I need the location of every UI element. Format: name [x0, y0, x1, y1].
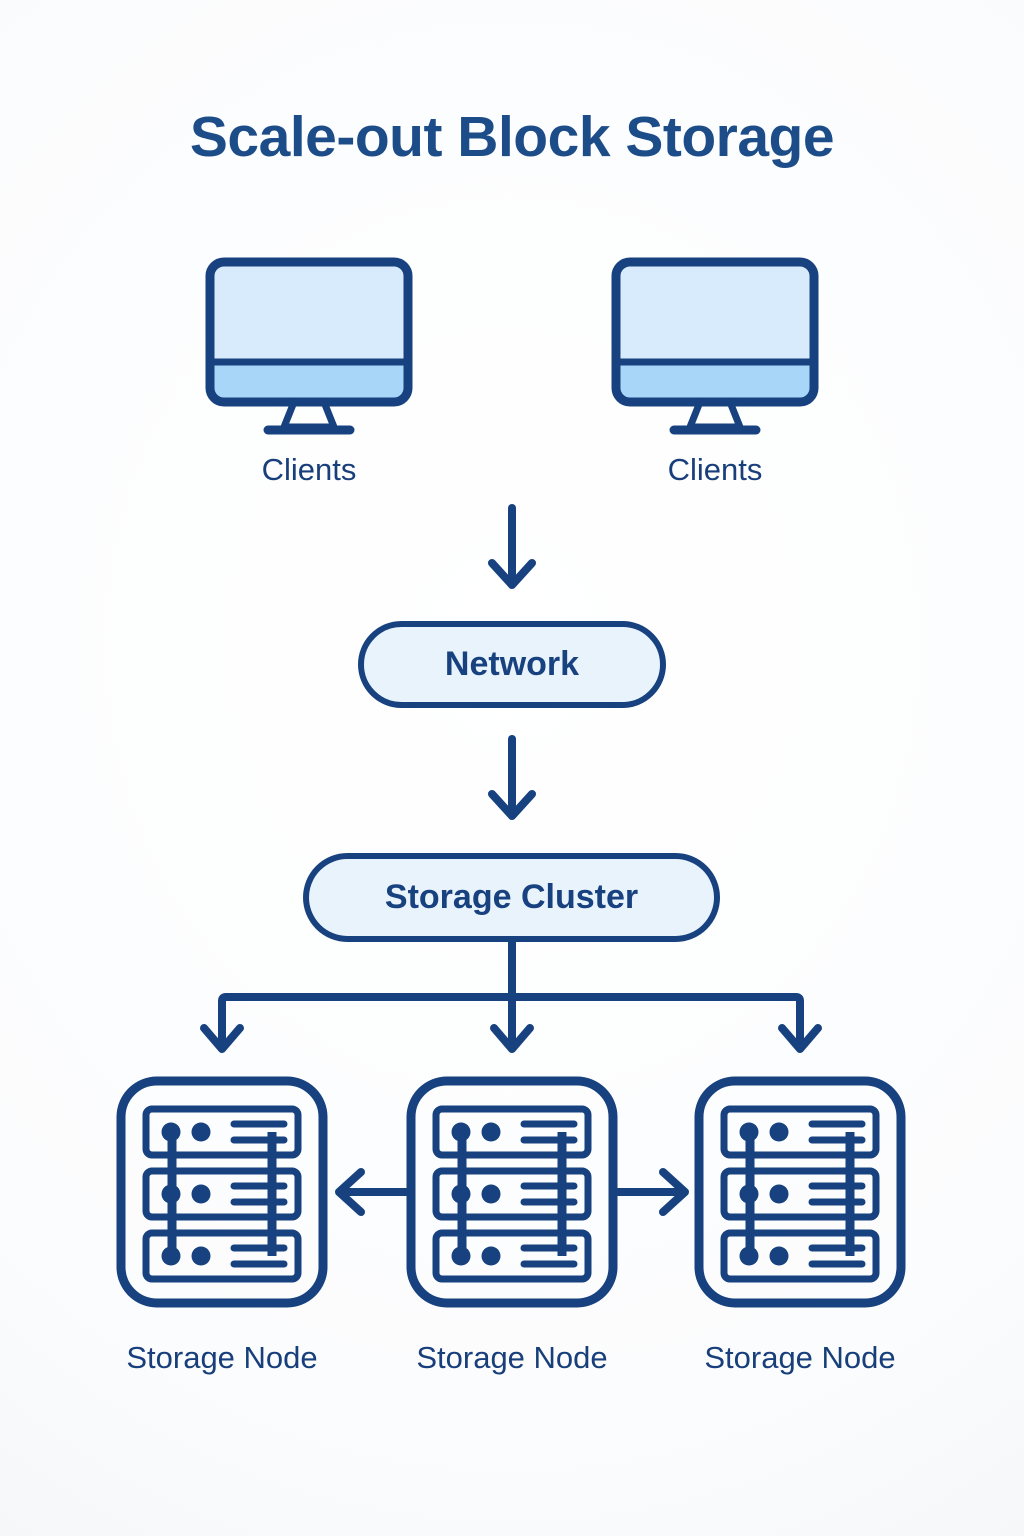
arrow-down-icon [488, 504, 536, 589]
branch-connector [200, 941, 822, 1053]
server-bar [720, 1229, 880, 1283]
arrow-head-down [200, 1024, 244, 1053]
server-bar [142, 1229, 302, 1283]
storage-node-1 [116, 1076, 328, 1313]
arrow-head-down [778, 1024, 822, 1053]
server-rack-icon [406, 1076, 618, 1308]
server-bar [432, 1167, 592, 1221]
server-rack-icon [694, 1076, 906, 1308]
arrow-head-down [490, 1024, 534, 1053]
storage-node-label: Storage Node [704, 1340, 896, 1375]
server-bar [720, 1167, 880, 1221]
client-group-2: Clients [610, 256, 820, 488]
monitor-icon [611, 257, 819, 435]
storage-cluster-node: Storage Cluster [303, 853, 720, 942]
arrow-right-icon [610, 1168, 689, 1216]
arrow-left-icon [335, 1168, 414, 1216]
storage-node-label: Storage Node [126, 1340, 318, 1375]
server-bar [720, 1105, 880, 1159]
monitor-band [212, 362, 406, 402]
storage-node-label: Storage Node [416, 1340, 608, 1375]
server-bar [142, 1167, 302, 1221]
network-label: Network [444, 645, 580, 683]
monitor-band [618, 362, 812, 402]
client-label: Clients [667, 452, 763, 487]
server-bar [432, 1229, 592, 1283]
server-bar [142, 1105, 302, 1159]
monitor-icon [205, 257, 413, 435]
storage-node-3 [694, 1076, 906, 1313]
storage-node-2 [406, 1076, 618, 1313]
server-bar [432, 1105, 592, 1159]
server-rack-icon [116, 1076, 328, 1308]
arrow-down-icon [488, 735, 536, 820]
client-label: Clients [261, 452, 357, 487]
page-title: Scale-out Block Storage [189, 105, 835, 169]
client-group-1: Clients [204, 256, 414, 488]
storage-cluster-label: Storage Cluster [384, 878, 639, 916]
network-node: Network [358, 621, 666, 708]
